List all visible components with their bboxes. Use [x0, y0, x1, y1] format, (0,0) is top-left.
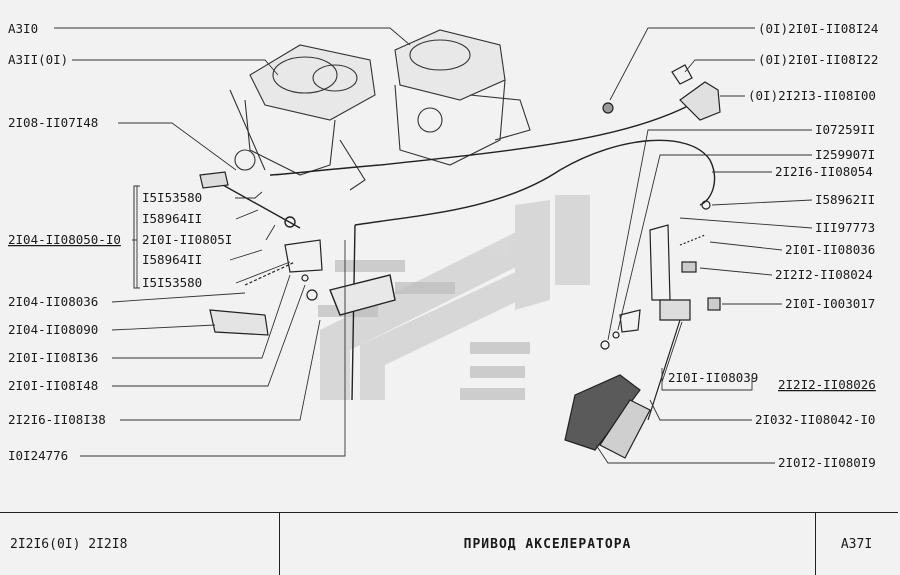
label-2101-1108036: 2I0I-II08036 [785, 242, 875, 257]
label-2104-1108036: 2I04-II08036 [8, 294, 98, 309]
label-125990: I259907I [815, 147, 875, 162]
cable-bracket-illustration [602, 64, 721, 121]
accelerator-cable [204, 104, 716, 401]
label-2101-1003017: 2I0I-I003017 [785, 296, 875, 311]
label-01-2101-1108124: (0I)2I0I-II08I24 [758, 21, 878, 36]
label-10124776: I0I24776 [8, 448, 68, 463]
label-21012-1108019: 2I0I2-II080I9 [778, 455, 876, 470]
label-2104-1108050: 2I04-II08050-I0 [8, 232, 121, 247]
label-01-21213-1108100: (0I)2I2I3-II08I00 [748, 88, 876, 103]
group-bracket [133, 185, 140, 289]
label-111977: III97773 [815, 220, 875, 235]
label-21216-1108138: 2I2I6-II08I38 [8, 412, 106, 427]
model-numbers: 2I2I6(0I) 2I2I8 [0, 513, 280, 575]
label-158964-a: I58964II [142, 211, 202, 226]
label-2101-1108051: 2I0I-II0805I [142, 232, 232, 247]
label-2101-1108039: 2I0I-II08039 [668, 370, 758, 385]
label-a310: A3I0 [8, 21, 38, 36]
carburetor-illustration [229, 29, 531, 191]
label-2104-1108090: 2I04-II08090 [8, 322, 98, 337]
label-151535-b: I5I53580 [142, 275, 202, 290]
label-21032-1108042: 2I032-II08042-I0 [755, 412, 875, 427]
label-158962: I58962II [815, 192, 875, 207]
pedal-illustration [564, 200, 721, 459]
linkage-parts-illustration [199, 171, 323, 336]
watermark-logo [320, 195, 590, 400]
label-151535-a: I5I53580 [142, 190, 202, 205]
label-21212-1108026: 2I2I2-II08026 [778, 377, 876, 392]
label-2101-1108136: 2I0I-II08I36 [8, 350, 98, 365]
label-21216-1108054: 2I2I6-II08054 [775, 164, 873, 179]
watermark-stripes [318, 260, 530, 400]
label-2101-1108148: 2I0I-II08I48 [8, 378, 98, 393]
label-107259: I07259II [815, 122, 875, 137]
sheet-code: A37I [840, 536, 873, 552]
leader-lines [54, 27, 813, 464]
label-21212-1108024: 2I2I2-II08024 [775, 267, 873, 282]
label-2108-1107148: 2I08-II07I48 [8, 115, 98, 130]
title-block: 2I2I6(0I) 2I2I8 ПРИВОД АКСЕЛЕРАТОРА A37I [0, 512, 898, 575]
sheet-title: ПРИВОД АКСЕЛЕРАТОРА [280, 513, 816, 575]
label-01-2101-1108122: (0I)2I0I-II08I22 [758, 52, 878, 67]
label-158964-b: I58964II [142, 252, 202, 267]
label-a311: A3II(0I) [8, 52, 68, 67]
